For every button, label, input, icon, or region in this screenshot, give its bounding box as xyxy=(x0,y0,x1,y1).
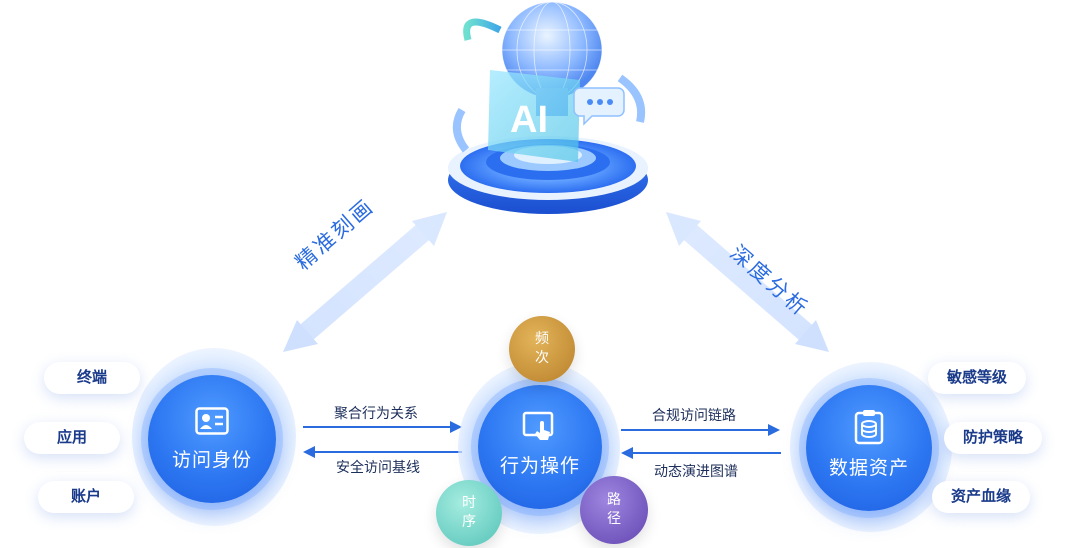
right-pill-asset-lineage: 资产血缘 xyxy=(932,481,1030,513)
arrow-middle-to-left xyxy=(303,446,462,458)
id-card-icon xyxy=(195,407,229,435)
right-node[interactable]: 数据资产 xyxy=(806,385,932,511)
left-pill-account: 账户 xyxy=(38,481,134,513)
middle-node[interactable]: 行为操作 xyxy=(478,385,602,509)
label-security-baseline: 安全访问基线 xyxy=(336,459,420,475)
label-compliant-chain: 合规访问链路 xyxy=(652,407,736,423)
middle-node-label: 行为操作 xyxy=(499,456,580,477)
orb-timing: 时序 xyxy=(436,480,502,546)
right-pill-protection-policy: 防护策略 xyxy=(944,422,1042,454)
arrow-right-to-middle xyxy=(621,447,781,459)
arrow-left-to-middle xyxy=(303,421,462,433)
ai-hologram-illustration: AI xyxy=(448,1,648,214)
label-dynamic-graph: 动态演进图谱 xyxy=(654,463,738,479)
label-aggregate-behavior: 聚合行为关系 xyxy=(334,405,418,421)
orb-path: 路径 xyxy=(580,476,648,544)
left-node[interactable]: 访问身份 xyxy=(148,375,276,503)
left-pill-terminal: 终端 xyxy=(44,362,140,394)
clipboard-database-icon xyxy=(854,410,884,445)
touch-screen-icon xyxy=(522,411,554,440)
right-pill-sensitivity-level: 敏感等级 xyxy=(928,362,1026,394)
ai-badge-text: AI xyxy=(510,99,548,141)
left-node-label: 访问身份 xyxy=(171,450,252,471)
right-diagonal-arrow xyxy=(666,212,829,352)
orb-frequency: 频次 xyxy=(509,316,575,382)
right-node-label: 数据资产 xyxy=(828,458,909,479)
left-pill-application: 应用 xyxy=(24,422,120,454)
left-diagonal-arrow xyxy=(283,212,447,352)
chat-bubble-icon xyxy=(573,87,625,126)
arrow-middle-to-right xyxy=(621,424,780,436)
